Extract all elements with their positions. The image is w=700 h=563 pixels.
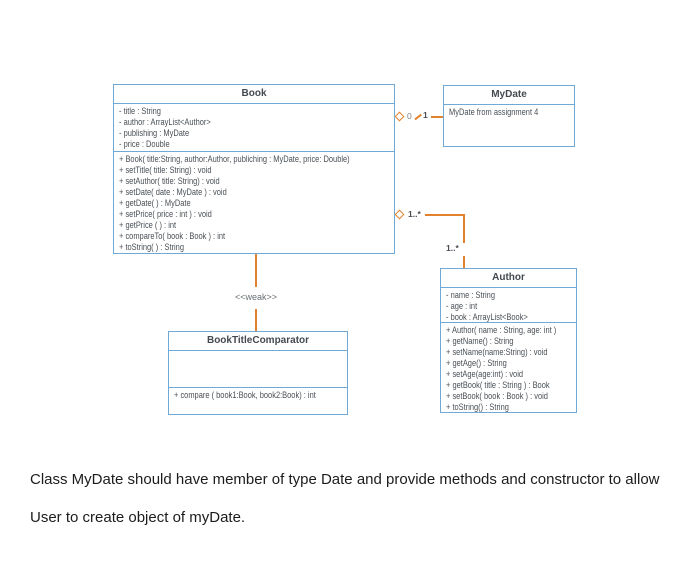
- class-attributes-mydate: MyDate from assignment 4: [444, 105, 574, 118]
- connector-line-book-comparator-lower: [255, 309, 257, 331]
- member-line: + getBook( title : String ) : Book: [446, 380, 550, 390]
- member-line: + toString( ) : String: [119, 242, 184, 252]
- member-line: - book : ArrayList<Book>: [446, 312, 528, 322]
- member-line: - publishing : MyDate: [119, 128, 190, 138]
- class-box-mydate: MyDate MyDate from assignment 4: [443, 85, 575, 147]
- connector-line-book-mydate: [431, 116, 443, 118]
- member-line: + setDate( date : MyDate ) : void: [119, 187, 227, 197]
- member-line: + toString() : String: [446, 402, 509, 412]
- class-box-comparator: BookTitleComparator + compare ( book1:Bo…: [168, 331, 348, 415]
- member-line: + setAuthor( title: String) : void: [119, 176, 220, 186]
- class-title-mydate: MyDate: [444, 86, 574, 105]
- member-line: - age : int: [446, 301, 478, 311]
- member-line: + Book( title:String, author:Author, pub…: [119, 154, 350, 164]
- connector-dash-icon: [414, 113, 422, 120]
- multiplicity-book-author-source: 1..*: [408, 209, 421, 219]
- class-methods-book: + Book( title:String, author:Author, pub…: [114, 152, 394, 253]
- member-line: + getPrice ( ) : int: [119, 220, 177, 230]
- member-line: + Author( name : String, age: int ): [446, 325, 557, 335]
- multiplicity-book-mydate-source: 0: [407, 111, 412, 121]
- multiplicity-book-author-target: 1..*: [446, 243, 459, 253]
- caption-line-1: Class MyDate should have member of type …: [30, 471, 660, 488]
- class-methods-comparator: + compare ( book1:Book, book2:Book) : in…: [169, 388, 347, 401]
- multiplicity-book-mydate-target: 1: [423, 110, 428, 120]
- member-line: + setAge(age:int) : void: [446, 369, 524, 379]
- class-attributes-book: - title : String- author : ArrayList<Aut…: [114, 104, 394, 152]
- member-line: + getDate( ) : MyDate: [119, 198, 191, 208]
- connector-line-book-comparator-upper: [255, 254, 257, 287]
- member-line: - title : String: [119, 106, 161, 116]
- aggregation-diamond-icon: [394, 111, 405, 122]
- member-line: - name : String: [446, 290, 495, 300]
- class-methods-author: + Author( name : String, age: int )+ get…: [441, 323, 576, 413]
- member-line: MyDate from assignment 4: [449, 107, 539, 117]
- member-line: + setName(name:String) : void: [446, 347, 548, 357]
- member-line: + setTitle( title: String) : void: [119, 165, 212, 175]
- member-line: + getAge() : String: [446, 358, 507, 368]
- class-attributes-comparator: [169, 351, 347, 388]
- member-line: + compareTo( book : Book ) : int: [119, 231, 226, 241]
- caption-line-2: User to create object of myDate.: [30, 509, 246, 526]
- member-line: - author : ArrayList<Author>: [119, 117, 211, 127]
- class-box-author: Author - name : String- age : int- book …: [440, 268, 577, 413]
- member-line: + setBook( book : Book ) : void: [446, 391, 548, 401]
- member-line: + setPrice( price : int ) : void: [119, 209, 212, 219]
- member-line: + getName() : String: [446, 336, 514, 346]
- class-box-book: Book - title : String- author : ArrayLis…: [113, 84, 395, 254]
- connector-line-book-author-horizontal: [425, 214, 465, 216]
- aggregation-diamond-icon: [394, 209, 405, 220]
- class-attributes-author: - name : String- age : int- book : Array…: [441, 288, 576, 323]
- connector-line-book-author-vertical-upper: [463, 214, 465, 243]
- member-line: - price : Double: [119, 139, 170, 149]
- class-title-comparator: BookTitleComparator: [169, 332, 347, 351]
- member-line: + compare ( book1:Book, book2:Book) : in…: [174, 390, 316, 400]
- connector-line-book-author-vertical-lower: [463, 256, 465, 268]
- class-title-author: Author: [441, 269, 576, 288]
- class-title-book: Book: [114, 85, 394, 104]
- stereotype-weak-label: <<weak>>: [234, 292, 278, 302]
